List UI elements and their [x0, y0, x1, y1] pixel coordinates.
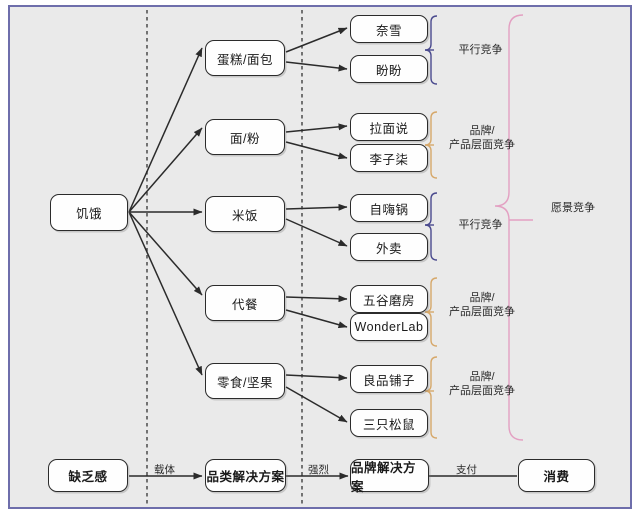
node-category-noodle[interactable]: 面/粉: [205, 119, 285, 155]
flow-node-lack[interactable]: 缺乏感: [48, 459, 128, 492]
node-brand-liangpinpuzi[interactable]: 良品铺子: [350, 365, 428, 393]
arrow-root-meal: [128, 211, 203, 296]
flow-node-consumption[interactable]: 消费: [518, 459, 595, 492]
arrow-cake-naixue: [285, 27, 348, 53]
arrow-cake-panpan: [285, 61, 348, 72]
node-category-rice[interactable]: 米饭: [205, 196, 285, 232]
arrow-noodle-lamianshuo: [285, 123, 348, 133]
flow-edge-label-carrier: 载体: [154, 464, 175, 476]
node-brand-panpan[interactable]: 盼盼: [350, 55, 428, 83]
node-brand-sanzhisongshu[interactable]: 三只松鼠: [350, 409, 428, 437]
node-brand-zihaiguo[interactable]: 自嗨锅: [350, 194, 428, 222]
node-category-cake[interactable]: 蛋糕/面包: [205, 40, 285, 76]
divider-lines: [146, 10, 303, 505]
arrow-meal-wonderlab: [285, 309, 348, 329]
flow-node-category-solution[interactable]: 品类解决方案: [205, 459, 286, 492]
arrow-rice-zihaiguo: [285, 203, 348, 211]
arrow-root-noodle: [128, 127, 203, 213]
arrow-meal-wugumofang: [285, 295, 348, 303]
flow-node-brand-solution[interactable]: 品牌解决方案: [350, 459, 429, 494]
root-to-category-arrows: [128, 47, 203, 376]
node-category-snack[interactable]: 零食/坚果: [205, 363, 285, 399]
arrow-root-cake: [128, 47, 203, 213]
node-brand-waimai[interactable]: 外卖: [350, 233, 428, 261]
node-brand-liziqi[interactable]: 李子柒: [350, 144, 428, 172]
arrow-rice-waimai: [285, 218, 348, 247]
bracket-label-1: 平行竞争: [458, 44, 503, 56]
arrow-noodle-liziqi: [285, 141, 348, 160]
node-brand-naixue[interactable]: 奈雪: [350, 15, 428, 43]
bracket-label-4: 品牌/ 产品层面竞争: [449, 292, 515, 318]
group-brackets: [424, 15, 438, 439]
node-brand-wugumofang[interactable]: 五谷磨房: [350, 285, 428, 313]
arrow-snack-liangpinpuzi: [285, 374, 348, 382]
arrow-snack-sanzhisongshu: [285, 386, 348, 423]
node-brand-wonderlab[interactable]: WonderLab: [350, 313, 428, 341]
category-to-brand-arrows: [285, 27, 348, 423]
bracket-label-3: 平行竞争: [458, 219, 503, 231]
bracket-label-2: 品牌/ 产品层面竞争: [449, 125, 515, 151]
diagram-frame: [8, 5, 632, 509]
flow-edge-label-intense: 强烈: [308, 464, 329, 476]
node-root[interactable]: 饥饿: [50, 194, 128, 231]
node-brand-lamianshuo[interactable]: 拉面说: [350, 113, 428, 141]
flow-edge-label-payment: 支付: [456, 464, 477, 476]
arrow-root-snack: [128, 211, 203, 376]
node-category-meal-replacement[interactable]: 代餐: [205, 285, 285, 321]
vision-bracket-graphic: [494, 14, 533, 441]
vision-bracket-label: 愿景竞争: [551, 202, 595, 214]
bracket-label-5: 品牌/ 产品层面竞争: [449, 371, 515, 397]
